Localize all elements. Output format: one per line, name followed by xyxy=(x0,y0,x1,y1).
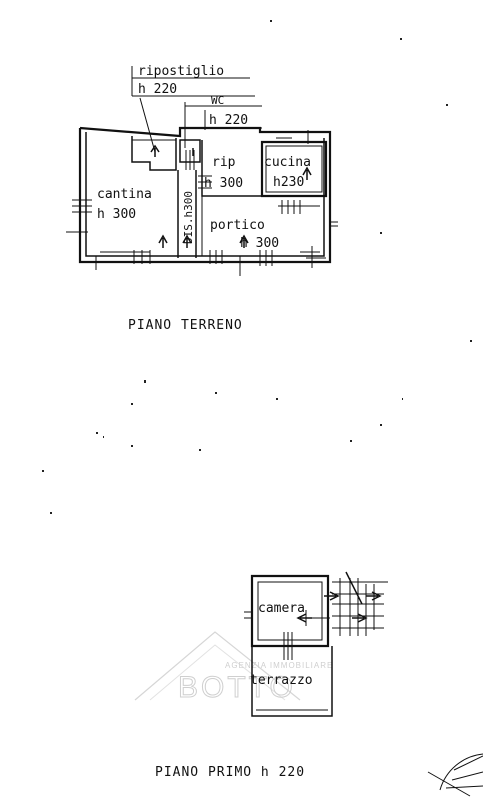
first-floor-arrows xyxy=(296,591,382,623)
first-floor-caption: PIANO PRIMO h 220 xyxy=(155,765,305,780)
ripostiglio-wall xyxy=(131,136,177,171)
terrazzo-wall xyxy=(251,646,333,717)
wc-height: h 220 xyxy=(209,113,248,128)
cantina-height: h 300 xyxy=(97,207,136,222)
camera-wall xyxy=(250,574,330,648)
watermark-tagline: AGENZIA IMMOBILIARE xyxy=(225,661,333,670)
first-floor-plan: camera terrazzo xyxy=(244,571,388,717)
cucina-label: cucina xyxy=(264,155,311,170)
wc-leader-line xyxy=(184,102,262,148)
dis-label: DIS.h300 xyxy=(182,191,195,244)
rip-height: h 300 xyxy=(204,176,243,191)
first-floor-hatch-marks xyxy=(244,571,388,660)
ripostiglio-height: h 220 xyxy=(138,82,177,97)
cucina-inner-wall xyxy=(265,145,323,193)
camera-inner-wall xyxy=(257,581,323,641)
terrazzo-label: terrazzo xyxy=(250,673,313,688)
ripostiglio-leader-line xyxy=(131,66,255,153)
wc-wall xyxy=(179,139,201,163)
cucina-wall xyxy=(260,140,328,198)
ground-floor-caption: PIANO TERRENO xyxy=(128,318,243,333)
ripostiglio-label: ripostiglio xyxy=(138,64,224,79)
watermark-brand: BOTTO xyxy=(178,671,296,704)
cucina-height: h230 xyxy=(273,175,304,190)
window-hatch-marks xyxy=(66,130,338,276)
north-arrow-partial xyxy=(427,753,483,797)
portico-label: portico xyxy=(210,218,265,233)
scan-noise xyxy=(42,20,472,514)
cantina-label: cantina xyxy=(97,187,152,202)
watermark-logo: BOTTO AGENZIA IMMOBILIARE xyxy=(134,631,333,705)
portico-height: h 300 xyxy=(240,236,279,251)
wc-label: WC xyxy=(211,94,224,107)
camera-label: camera xyxy=(258,601,305,616)
door-arrows xyxy=(150,144,312,248)
ground-floor-outer-wall xyxy=(78,126,332,264)
ground-floor-plan: ripostiglio h 220 WC h 220 rip h 300 cuc… xyxy=(66,64,338,276)
rip-label: rip xyxy=(212,155,236,170)
